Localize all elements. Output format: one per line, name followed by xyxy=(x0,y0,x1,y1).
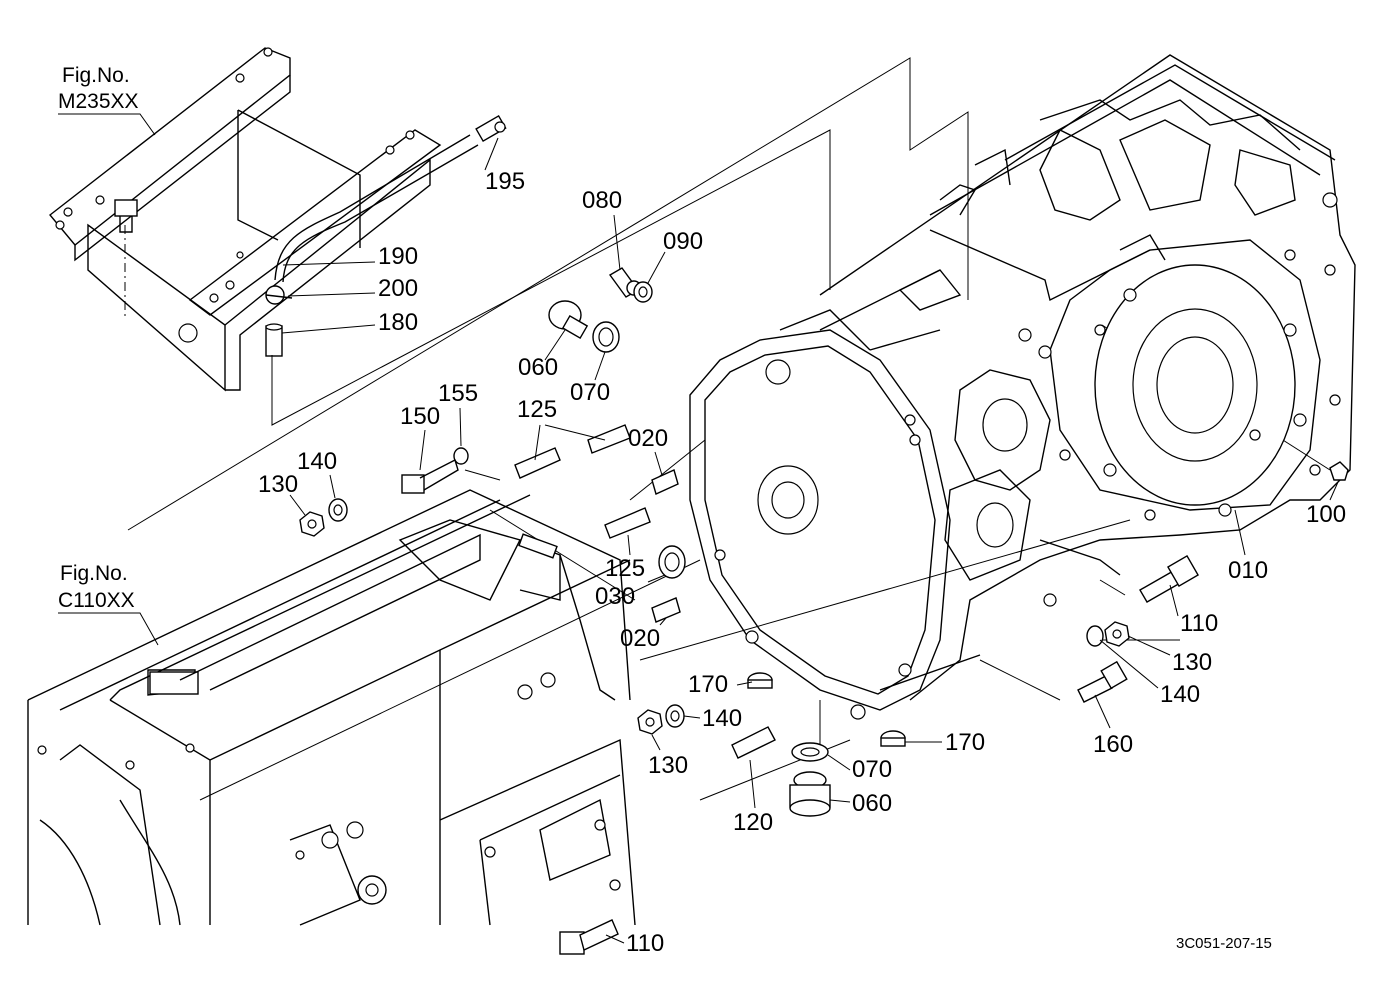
center-cover-plate xyxy=(689,269,981,720)
part-label: 090 xyxy=(663,228,703,255)
part-label: 110 xyxy=(1180,610,1218,637)
part-label: 020 xyxy=(620,625,660,652)
part-label: 195 xyxy=(485,168,525,195)
part-label: 130 xyxy=(648,752,688,779)
part-label: 150 xyxy=(400,403,440,430)
part-label: 125 xyxy=(605,555,645,582)
transmission-case-c110xx xyxy=(27,489,636,926)
part-label: 020 xyxy=(628,425,668,452)
part-label: 070 xyxy=(852,756,892,783)
part-label: 010 xyxy=(1228,557,1268,584)
part-label: 155 xyxy=(438,380,478,407)
part-label: 130 xyxy=(1172,649,1212,676)
drawing-code: 3C051-207-15 xyxy=(1176,935,1272,952)
part-label: 140 xyxy=(297,448,337,475)
part-label: 130 xyxy=(258,471,298,498)
part-label: 190 xyxy=(378,243,418,270)
figure-ref-m235xx-line1: Fig.No. xyxy=(62,64,130,87)
label-leaders xyxy=(281,137,1339,944)
part-label: 125 xyxy=(517,396,557,423)
part-label: 140 xyxy=(1160,681,1200,708)
figure-ref-m235xx-line2: M235XX xyxy=(58,90,139,113)
part-label: 170 xyxy=(688,671,728,698)
part-label: 060 xyxy=(518,354,558,381)
part-label: 080 xyxy=(582,187,622,214)
part-label: 070 xyxy=(570,379,610,406)
part-label: 180 xyxy=(378,309,418,336)
figure-ref-c110xx-line2: C110XX xyxy=(58,589,135,612)
part-label: 100 xyxy=(1306,501,1346,528)
small-parts xyxy=(299,267,1349,955)
part-label: 060 xyxy=(852,790,892,817)
part-labels: 195 190 200 180 080 090 060 070 155 150 … xyxy=(258,168,1346,957)
part-label: 170 xyxy=(945,729,985,756)
figure-ref-c110xx-line1: Fig.No. xyxy=(60,562,128,585)
bracket-assembly-m235xx xyxy=(48,47,507,392)
part-label: 030 xyxy=(595,583,635,610)
main-housing xyxy=(819,54,1356,701)
part-label: 120 xyxy=(733,809,773,836)
part-label: 110 xyxy=(626,930,664,957)
part-label: 200 xyxy=(378,275,418,302)
part-label: 160 xyxy=(1093,731,1133,758)
figure-ref-c110xx: Fig.No. C110XX xyxy=(58,562,159,646)
figure-ref-m235xx: Fig.No. M235XX xyxy=(58,64,156,136)
part-label: 140 xyxy=(702,705,742,732)
